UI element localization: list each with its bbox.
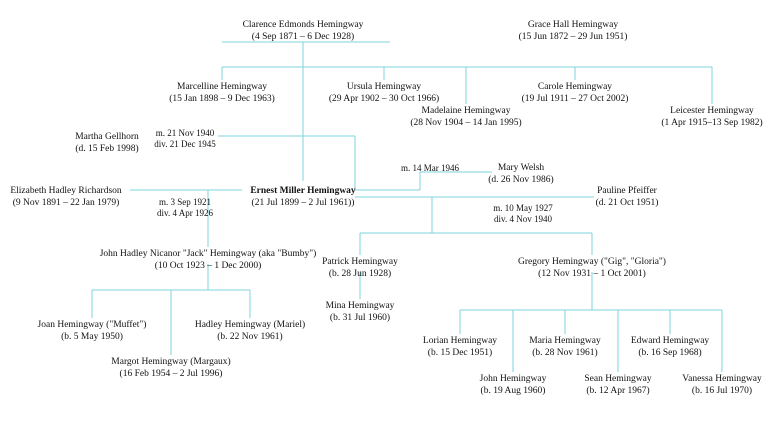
person-dates: (10 Oct 1923 – 1 Dec 2000) xyxy=(154,260,262,271)
person-dates: (15 Jun 1872 – 29 Jun 1951) xyxy=(518,31,628,42)
person-name: Patrick Hemingway xyxy=(322,257,398,267)
person-dates: (b. 28 Jun 1928) xyxy=(328,268,392,279)
person-dates: (b. 22 Nov 1961) xyxy=(217,331,283,342)
person-dates: (12 Nov 1931 – 1 Oct 2001) xyxy=(538,268,646,279)
person-dates: (b. 19 Aug 1960) xyxy=(480,385,546,396)
divorce-date: div. 21 Dec 1945 xyxy=(154,139,216,150)
person-name: Martha Gellhorn xyxy=(75,132,139,142)
person-name: Madelaine Hemingway xyxy=(421,106,511,116)
divorce-date: div. 4 Apr 1926 xyxy=(157,208,213,219)
marriage-label-pauline: m. 10 May 1927 div. 4 Nov 1940 xyxy=(493,203,553,226)
person-name: John Hadley Nicanor "Jack" Hemingway (ak… xyxy=(99,249,317,259)
person-dates: (1 Apr 1915–13 Sep 1982) xyxy=(661,117,763,128)
person-dates: (16 Feb 1954 – 2 Jul 1996) xyxy=(119,368,223,379)
person-node-lorian-hemingway: Lorian Hemingway (b. 15 Dec 1951) xyxy=(423,336,497,359)
person-name: Vanessa Hemingway xyxy=(682,374,762,384)
person-node-maria-hemingway: Maria Hemingway (b. 28 Nov 1961) xyxy=(529,336,601,359)
person-dates: (b. 16 Jul 1970) xyxy=(691,385,753,396)
person-dates: (b. 31 Jul 1960) xyxy=(329,312,391,323)
person-name: Maria Hemingway xyxy=(529,336,601,346)
person-node-jack-hemingway: John Hadley Nicanor "Jack" Hemingway (ak… xyxy=(100,249,317,272)
person-node-vanessa-hemingway: Vanessa Hemingway (b. 16 Jul 1970) xyxy=(682,374,761,397)
person-name: Lorian Hemingway xyxy=(422,336,498,346)
person-node-grace: Grace Hall Hemingway (15 Jun 1872 – 29 J… xyxy=(519,20,628,43)
person-dates: (28 Nov 1904 – 14 Jan 1995) xyxy=(410,117,522,128)
person-dates: (b. 5 May 1950) xyxy=(61,331,123,342)
marriage-date: m. 14 Mar 1946 xyxy=(401,163,459,173)
person-dates: (d. 15 Feb 1998) xyxy=(75,143,139,154)
person-name: Gregory Hemingway ("Gig", "Gloria") xyxy=(518,257,666,267)
marriage-date: m. 21 Nov 1940 xyxy=(155,128,215,138)
person-name: Ursula Hemingway xyxy=(346,82,422,92)
person-node-martha-gellhorn: Martha Gellhorn (d. 15 Feb 1998) xyxy=(75,132,139,155)
marriage-date: m. 10 May 1927 xyxy=(493,203,553,213)
person-name: Margot Hemingway (Margaux) xyxy=(111,357,231,367)
person-node-ursula: Ursula Hemingway (29 Apr 1902 – 30 Oct 1… xyxy=(329,82,439,105)
person-name: Pauline Pfeiffer xyxy=(597,186,657,196)
person-dates: (29 Apr 1902 – 30 Oct 1966) xyxy=(328,93,440,104)
person-name: Edward Hemingway xyxy=(630,336,710,346)
person-name: Mary Welsh xyxy=(497,163,545,173)
person-name: Hadley Hemingway (Mariel) xyxy=(194,320,306,330)
person-dates: (b. 16 Sep 1968) xyxy=(638,347,702,358)
person-node-sean-hemingway: Sean Hemingway (b. 12 Apr 1967) xyxy=(584,374,651,397)
person-name: Clarence Edmonds Hemingway xyxy=(242,20,364,30)
person-dates: (b. 15 Dec 1951) xyxy=(427,347,493,358)
person-dates: (15 Jan 1898 – 9 Dec 1963) xyxy=(169,93,275,104)
person-dates: (d. 26 Nov 1986) xyxy=(488,174,554,185)
person-node-patrick-hemingway: Patrick Hemingway (b. 28 Jun 1928) xyxy=(322,257,398,280)
marriage-label-hadley-richardson: m. 3 Sep 1921 div. 4 Apr 1926 xyxy=(157,197,213,220)
person-name: Marcelline Hemingway xyxy=(177,82,267,92)
person-node-marcelline: Marcelline Hemingway (15 Jan 1898 – 9 De… xyxy=(169,82,275,105)
person-name: Elizabeth Hadley Richardson xyxy=(10,186,122,196)
person-node-leicester: Leicester Hemingway (1 Apr 1915–13 Sep 1… xyxy=(661,106,762,129)
person-node-edward-hemingway: Edward Hemingway (b. 16 Sep 1968) xyxy=(631,336,709,359)
marriage-date: m. 3 Sep 1921 xyxy=(158,197,212,207)
person-node-madelaine: Madelaine Hemingway (28 Nov 1904 – 14 Ja… xyxy=(410,106,521,129)
person-node-joan-hemingway: Joan Hemingway ("Muffet") (b. 5 May 1950… xyxy=(38,320,147,343)
person-name: Ernest Miller Hemingway xyxy=(250,186,356,196)
person-node-john-hemingway: John Hemingway (b. 19 Aug 1960) xyxy=(480,374,547,397)
person-node-pauline-pfeiffer: Pauline Pfeiffer (d. 21 Oct 1951) xyxy=(596,186,659,209)
person-name: John Hemingway xyxy=(479,374,547,384)
person-name: Mina Hemingway xyxy=(325,301,395,311)
person-node-mary-welsh: Mary Welsh (d. 26 Nov 1986) xyxy=(488,163,553,186)
marriage-label-mary: m. 14 Mar 1946 xyxy=(401,163,459,174)
person-dates: (4 Sep 1871 – 6 Dec 1928) xyxy=(251,31,355,42)
person-dates: (21 Jul 1899 – 2 Jul 1961)) xyxy=(251,197,355,208)
person-dates: (19 Jul 1911 – 27 Oct 2002) xyxy=(521,93,629,104)
person-node-carole: Carole Hemingway (19 Jul 1911 – 27 Oct 2… xyxy=(522,82,629,105)
person-dates: (d. 21 Oct 1951) xyxy=(595,197,659,208)
divorce-date: div. 4 Nov 1940 xyxy=(494,214,552,225)
person-name: Grace Hall Hemingway xyxy=(527,20,619,30)
person-node-ernest-hemingway: Ernest Miller Hemingway (21 Jul 1899 – 2… xyxy=(250,186,355,209)
person-name: Joan Hemingway ("Muffet") xyxy=(37,320,147,330)
person-dates: (9 Nov 1891 – 22 Jan 1979) xyxy=(12,197,120,208)
person-node-margot-hemingway: Margot Hemingway (Margaux) (16 Feb 1954 … xyxy=(111,357,230,380)
person-node-hadley-mariel-hemingway: Hadley Hemingway (Mariel) (b. 22 Nov 196… xyxy=(195,320,305,343)
person-name: Leicester Hemingway xyxy=(670,106,754,116)
person-node-hadley-richardson: Elizabeth Hadley Richardson (9 Nov 1891 … xyxy=(10,186,121,209)
person-name: Sean Hemingway xyxy=(584,374,652,384)
person-dates: (b. 12 Apr 1967) xyxy=(586,385,650,396)
person-name: Carole Hemingway xyxy=(537,82,613,92)
person-dates: (b. 28 Nov 1961) xyxy=(532,347,598,358)
person-node-gregory-hemingway: Gregory Hemingway ("Gig", "Gloria") (12 … xyxy=(518,257,666,280)
marriage-label-martha: m. 21 Nov 1940 div. 21 Dec 1945 xyxy=(154,128,215,151)
person-node-clarence: Clarence Edmonds Hemingway (4 Sep 1871 –… xyxy=(243,20,364,43)
person-node-mina-hemingway: Mina Hemingway (b. 31 Jul 1960) xyxy=(326,301,395,324)
